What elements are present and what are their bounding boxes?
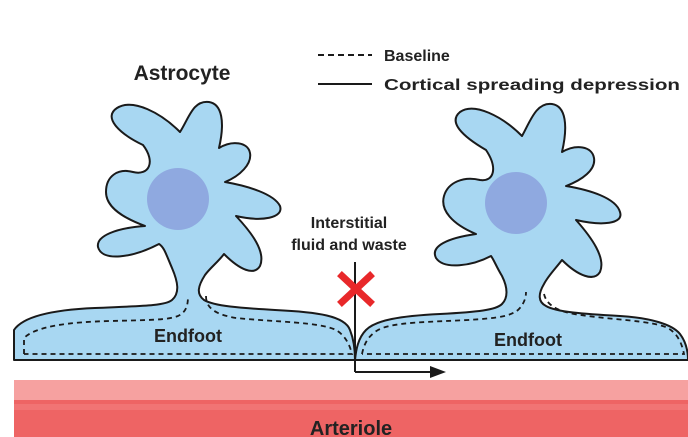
arrow-right-icon <box>355 366 446 378</box>
legend-baseline-label: Baseline <box>384 48 450 65</box>
legend-csd-label: Cortical spreading depression <box>384 77 680 94</box>
left-astrocyte: Astrocyte Endfoot <box>14 62 355 360</box>
left-nucleus <box>147 168 209 230</box>
right-astrocyte: Endfoot <box>355 104 688 360</box>
interstitial-label-line2: fluid and waste <box>291 237 407 254</box>
interstitial-label-line1: Interstitial <box>311 215 387 232</box>
astrocyte-label: Astrocyte <box>134 62 231 85</box>
left-endfoot-label: Endfoot <box>154 326 222 346</box>
arteriole-label: Arteriole <box>310 418 392 437</box>
arteriole-top-band <box>14 380 688 400</box>
right-endfoot-label: Endfoot <box>494 330 562 350</box>
arteriole: Arteriole <box>14 380 688 437</box>
right-nucleus <box>485 172 547 234</box>
legend: Baseline Cortical spreading depression <box>318 48 680 94</box>
left-cell-outline <box>14 102 355 360</box>
arteriole-mid-band <box>14 404 688 410</box>
